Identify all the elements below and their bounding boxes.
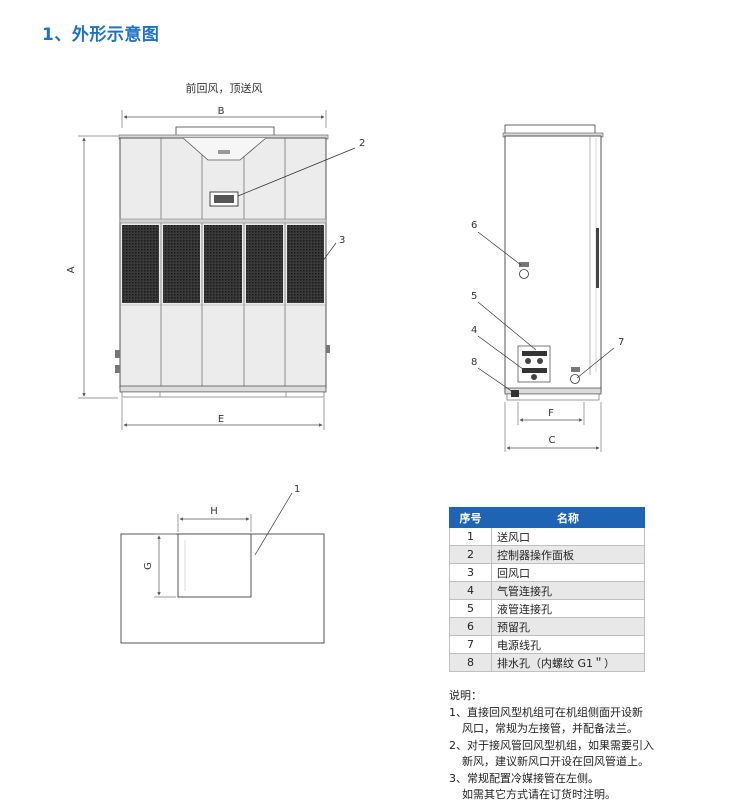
- note-line: 风口，常规为左接管，并配备法兰。: [462, 722, 638, 735]
- callout-3-leader: [321, 242, 337, 263]
- front-view-caption: 前回风，顶送风: [186, 81, 263, 95]
- legend-header-number: 序号: [449, 507, 492, 528]
- callout-2-leader: [237, 147, 356, 197]
- front-view: 前回风，顶送风 B A: [66, 81, 365, 430]
- note-line: 如需其它方式请在订货时注明。: [462, 788, 616, 801]
- dimension-e-label: E: [218, 414, 224, 425]
- section-title: 1、外形示意图: [42, 25, 160, 45]
- note-line: 2、对于接风管回风型机组，如果需要引入: [449, 738, 654, 752]
- callout-1-label: 1: [294, 484, 300, 495]
- callout-5-label: 5: [471, 291, 477, 302]
- notes: 说明： 1、直接回风型机组可在机组侧面开设新 风口，常规为左接管，并配备法兰。 …: [449, 688, 689, 804]
- callout-7-label: 7: [618, 337, 624, 348]
- dimension-g-label: G: [143, 562, 154, 570]
- dimension-f-label: F: [548, 408, 554, 419]
- dimension-b-label: B: [218, 106, 225, 117]
- dimension-c-label: C: [549, 435, 556, 446]
- dimension-h-label: H: [210, 506, 218, 517]
- callout-3-label: 3: [339, 235, 345, 246]
- dimension-a-label: A: [66, 266, 77, 273]
- supply-outlet-opening: [177, 533, 252, 598]
- note-line: 1、直接回风型机组可在机组侧面开设新: [449, 705, 643, 719]
- side-view: F C 6 5 4 8 7: [471, 124, 624, 452]
- callout-4-label: 4: [471, 325, 477, 336]
- note-line: 3、常规配置冷媒接管在左侧。: [449, 771, 599, 785]
- notes-title: 说明：: [449, 689, 482, 702]
- note-line: 新风，建议新风口开设在回风管道上。: [462, 755, 649, 768]
- callout-8-label: 8: [471, 357, 477, 368]
- top-view: H G 1: [120, 484, 325, 644]
- return-air-grille: [122, 225, 324, 303]
- legend-header-name: 名称: [491, 507, 645, 528]
- callout-6-label: 6: [471, 220, 477, 231]
- callout-2-label: 2: [359, 138, 365, 149]
